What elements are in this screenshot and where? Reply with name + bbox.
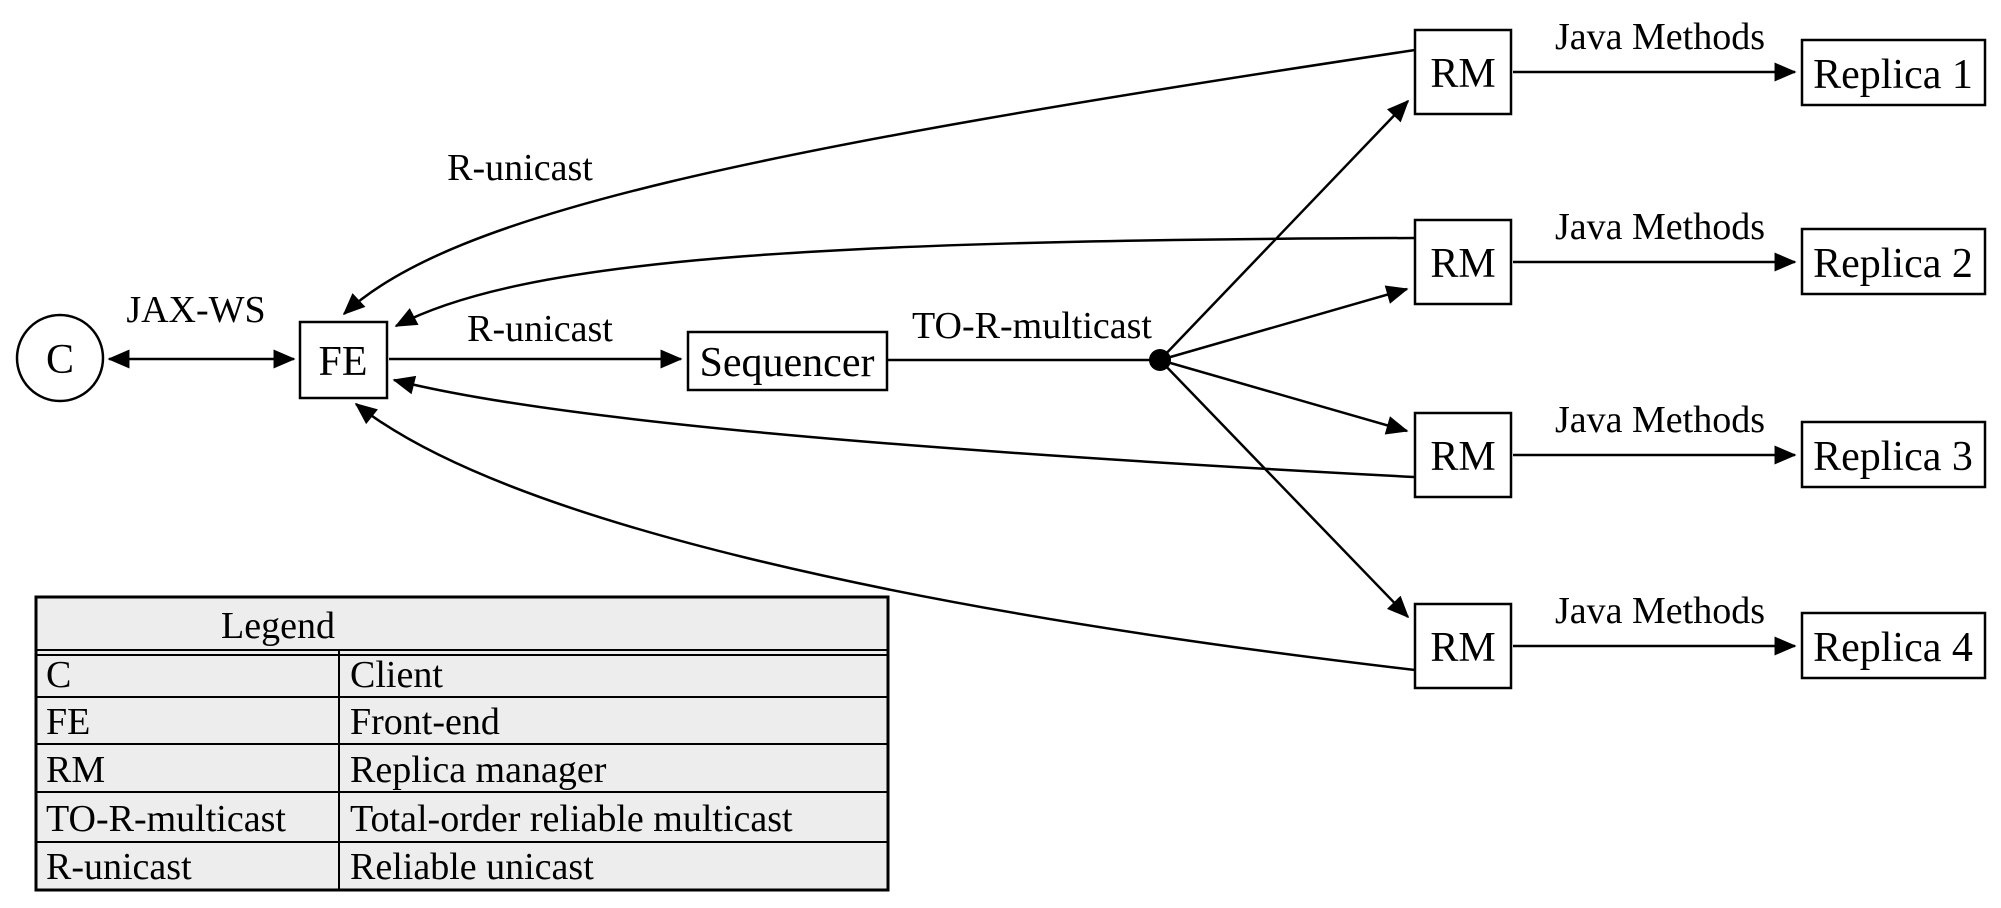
multicast-junction-dot [1149, 349, 1171, 371]
edge-junction-rm1 [1159, 99, 1410, 361]
legend-value-c: Client [350, 654, 443, 696]
client-label: C [46, 337, 74, 383]
edge-rm3-fe-return [392, 375, 1415, 479]
replica-label-1: Replica 1 [1813, 52, 1973, 98]
replica-node-2 [1800, 227, 1987, 296]
r-unicast-mid-edge-label: R-unicast [467, 308, 613, 350]
java-methods-label-1: Java Methods [1555, 16, 1765, 58]
edge-junction-rm2 [1159, 285, 1409, 362]
sequencer-label: Sequencer [700, 340, 875, 386]
sequencer-node [686, 330, 889, 392]
java-methods-label-3: Java Methods [1555, 399, 1765, 441]
to-r-multicast-edge-label: TO-R-multicast [912, 305, 1152, 347]
edge-rm4-fe-return [354, 403, 1416, 672]
legend-key-to-r-multicast: TO-R-multicast [46, 798, 286, 840]
legend-key-c: C [46, 654, 71, 696]
rm-node-4 [1413, 602, 1513, 690]
legend-key-r-unicast: R-unicast [46, 846, 192, 888]
replica-node-1 [1800, 38, 1987, 107]
java-methods-label-4: Java Methods [1555, 590, 1765, 632]
edge-junction-rm3 [1159, 358, 1409, 435]
replica-label-3: Replica 3 [1813, 434, 1973, 480]
edge-junction-rm4 [1159, 359, 1410, 619]
legend-value-rm: Replica manager [350, 749, 607, 791]
rm-node-1 [1413, 28, 1513, 116]
rm-node-2 [1413, 218, 1513, 306]
replica-label-4: Replica 4 [1813, 625, 1973, 671]
edge-rm1-fe-return [342, 48, 1416, 316]
legend-value-r-unicast: Reliable unicast [350, 846, 594, 888]
legend-value-to-r-multicast: Total-order reliable multicast [350, 798, 793, 840]
edge-rm2-fe-return [394, 236, 1416, 328]
replica-node-3 [1800, 420, 1987, 489]
fe-label: FE [318, 339, 367, 385]
rm-node-3 [1413, 411, 1513, 499]
replica-label-2: Replica 2 [1813, 241, 1973, 287]
rm-label-4: RM [1430, 625, 1495, 671]
java-methods-label-2: Java Methods [1555, 206, 1765, 248]
r-unicast-top-edge-label: R-unicast [447, 147, 593, 189]
client-node [15, 313, 105, 403]
legend-table: Legend C Client FE Front-end RM Replica … [34, 595, 890, 892]
jaxws-edge-label: JAX-WS [126, 289, 265, 331]
fe-node [298, 320, 389, 400]
legend-value-fe: Front-end [350, 701, 500, 743]
legend-key-rm: RM [46, 749, 105, 791]
rm-label-1: RM [1430, 51, 1495, 97]
rm-label-2: RM [1430, 241, 1495, 287]
legend-title: Legend [221, 605, 335, 647]
legend-key-fe: FE [46, 701, 90, 743]
replica-node-4 [1800, 611, 1987, 680]
rm-label-3: RM [1430, 434, 1495, 480]
